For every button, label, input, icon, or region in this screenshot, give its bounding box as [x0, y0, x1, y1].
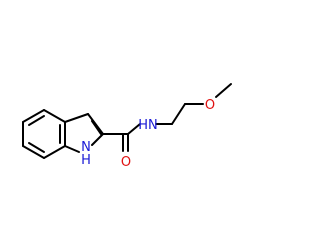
- pyrrole-ring: [64, 113, 104, 153]
- benzene-ring: [22, 109, 66, 159]
- molecule-structure: HN O O N H: [0, 0, 250, 250]
- canvas-background: [0, 0, 250, 250]
- ring-nitrogen-label: N: [81, 140, 91, 155]
- carbonyl-oxygen-label: O: [121, 155, 131, 170]
- ring-hydrogen-label: H: [81, 153, 91, 168]
- amide-group: [102, 123, 141, 152]
- amide-nitrogen-label: HN: [138, 118, 158, 133]
- ether-oxygen-label: O: [205, 98, 215, 113]
- methoxyethyl-chain: [155, 83, 232, 125]
